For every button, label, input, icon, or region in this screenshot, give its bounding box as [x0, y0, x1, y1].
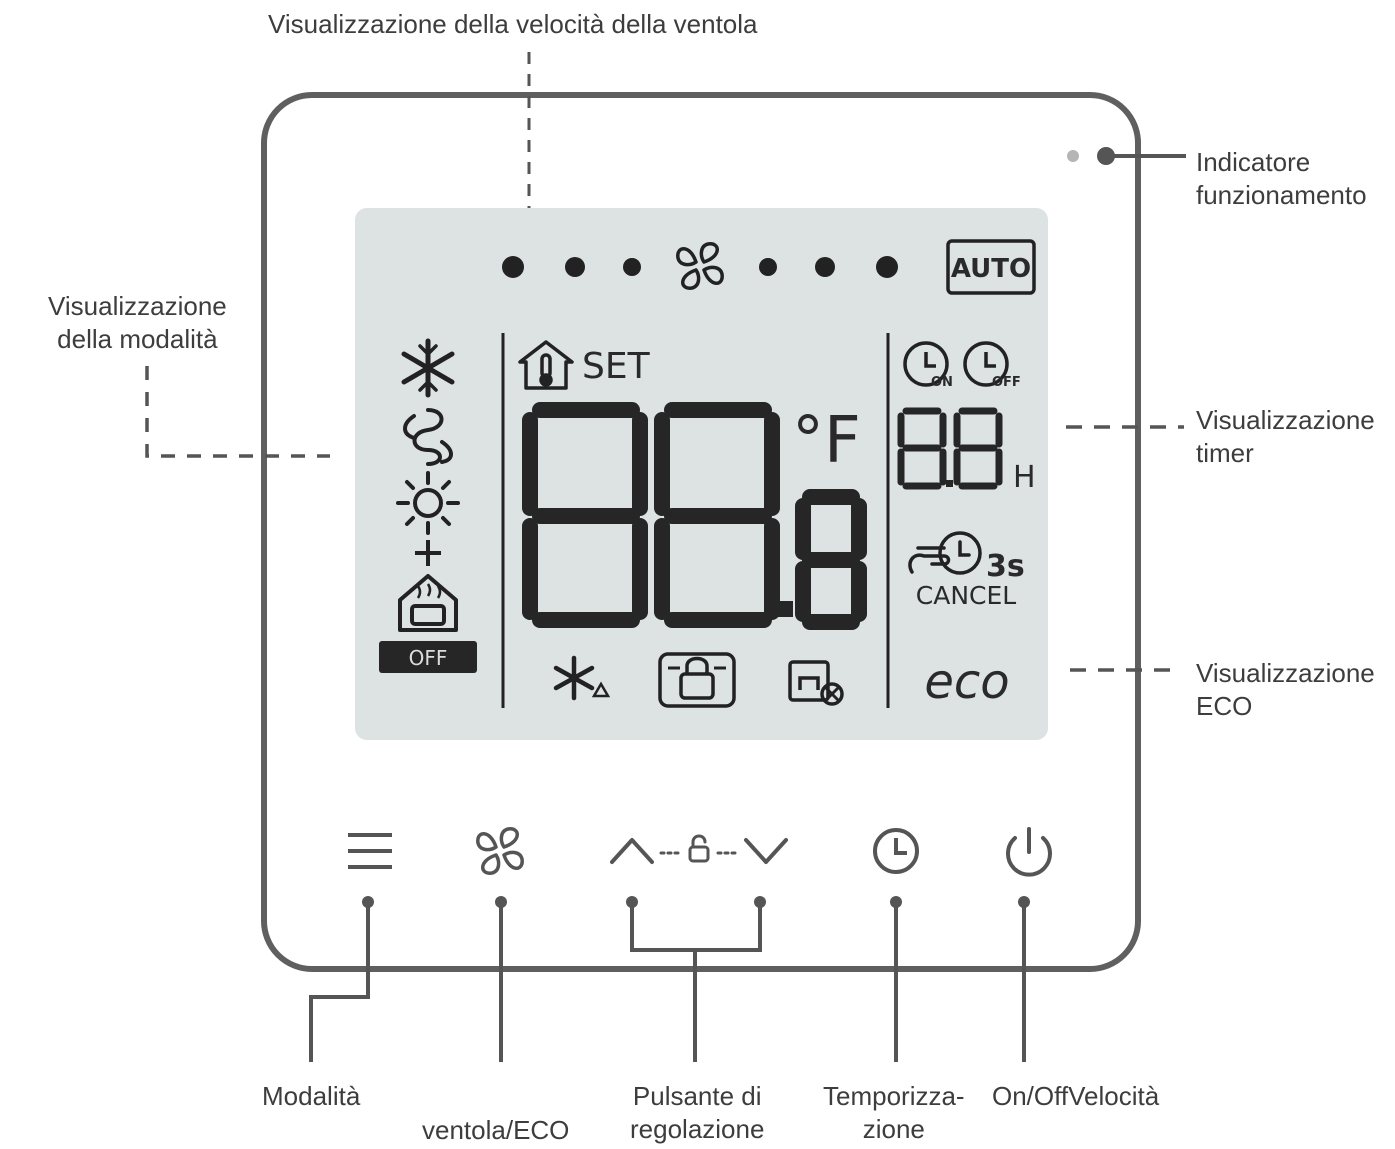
house-thermometer-icon: [518, 340, 574, 390]
timer-display-label: Visualizzazione timer: [1196, 404, 1375, 470]
set-label: SET: [582, 346, 651, 387]
fan-button-icon: [476, 827, 524, 875]
mode-display-label-line2: della modalità: [57, 324, 218, 354]
operation-indicator-label: Indicatore funzionamento: [1196, 146, 1367, 212]
fan-eco-button-label: ventola/ECO: [422, 1115, 570, 1145]
eco-display-label-line1: Visualizzazione: [1196, 658, 1375, 688]
timer-display-label-line1: Visualizzazione: [1196, 405, 1375, 435]
timer-display-label-line2: timer: [1196, 438, 1254, 468]
timer-button-label-line2: zione: [862, 1114, 925, 1144]
timer-button-label-line1: Temporizza-: [823, 1081, 965, 1111]
clock-button-icon: [873, 828, 919, 874]
fan-mode-icon: [403, 408, 453, 466]
network-error-icon: [788, 660, 844, 706]
auto-label: AUTO: [951, 254, 1031, 284]
eco-display-label-line2: ECO: [1196, 691, 1253, 721]
menu-icon: [348, 833, 392, 869]
operation-indicator-label-line1: Indicatore: [1196, 147, 1311, 177]
power-button-icon: [1006, 827, 1052, 877]
hand-timer-icon: [908, 531, 982, 575]
timer-decimal-point: [946, 480, 953, 487]
snowflake-warning-icon: [553, 655, 611, 701]
operation-indicator-label-line2: funzionamento: [1196, 180, 1367, 210]
timer-digits: [897, 407, 1003, 490]
sun-icon: [396, 471, 460, 535]
auto-box: [946, 239, 1036, 295]
unit-label: °F: [792, 404, 861, 478]
plus-icon: [415, 540, 441, 566]
adjust-button-label-line2: regolazione: [630, 1114, 765, 1144]
timer-on-icon: [903, 341, 949, 387]
cancel-label: CANCEL: [916, 581, 1017, 610]
adjust-buttons-icon: [610, 834, 788, 864]
eco-label: eco: [924, 654, 1009, 710]
off-badge-label: OFF: [409, 646, 448, 670]
timer-on-label: ON: [931, 375, 953, 390]
mode-display-label: Visualizzazione della modalità: [48, 290, 227, 356]
mode-display-label-line1: Visualizzazione: [48, 291, 227, 321]
off-badge: [379, 641, 477, 673]
timer-button-label: Temporizza- zione: [823, 1080, 965, 1146]
fan-speed-dots: [502, 256, 898, 278]
decimal-point: [777, 601, 793, 617]
timer-off-label: OFF: [992, 375, 1021, 390]
adjust-button-label-line1: Pulsante di: [632, 1081, 762, 1111]
hold-label: 3s: [986, 549, 1025, 584]
snowflake-icon: [401, 338, 455, 398]
lock-icon: [658, 652, 736, 708]
adjust-button-label: Pulsante di regolazione: [630, 1080, 764, 1146]
temperature-digits: [522, 402, 867, 630]
lcd-fan-icon: [676, 242, 724, 290]
onoff-speed-button-label: On/OffVelocità: [992, 1081, 1160, 1111]
timer-off-icon: [963, 341, 1009, 387]
operation-indicator-led-small: [1067, 150, 1079, 162]
floor-heat-icon: [398, 574, 458, 632]
fan-speed-display-label: Visualizzazione della velocità della ven…: [268, 9, 758, 39]
timer-unit-label: H: [1013, 460, 1036, 495]
eco-display-label: Visualizzazione ECO: [1196, 657, 1375, 723]
mode-button-label: Modalità: [262, 1081, 361, 1111]
leader-lines: [145, 52, 1186, 1062]
